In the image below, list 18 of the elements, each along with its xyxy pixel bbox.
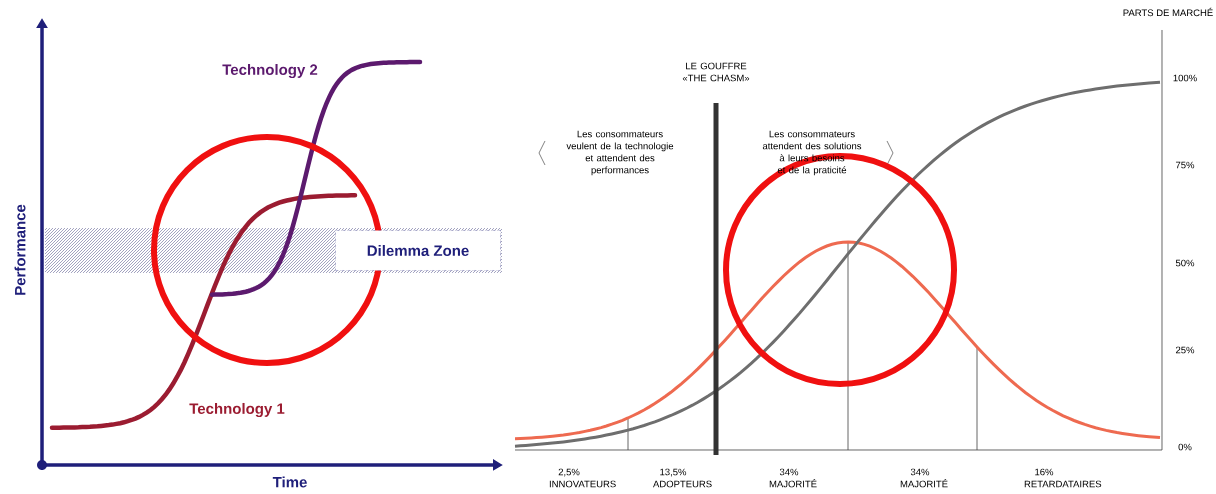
- segment-label: 34% MAJORITÉ: [769, 468, 817, 488]
- axis-title: PARTS DE MARCHÉ: [1123, 7, 1213, 17]
- description-text: Les consommateurs veulent de la technologie et attendent des performances: [566, 130, 674, 176]
- tick-label: 75%: [1176, 161, 1195, 169]
- chasm-label: LE GOUFFRE «THE CHASM»: [682, 62, 750, 82]
- segment-label: 16% RETARDATAIRES: [1024, 468, 1102, 488]
- tick-label: 100%: [1173, 74, 1197, 82]
- curve-label: Technology 1: [189, 402, 285, 417]
- segment-label: 34% MAJORITÉ: [900, 468, 948, 488]
- segment-label: 13,5% ADOPTEURS: [653, 468, 712, 488]
- tick-label: 50%: [1175, 259, 1195, 267]
- segment-label: 2,5% INNOVATEURS: [549, 468, 616, 488]
- axis-title: Performance: [14, 204, 26, 295]
- tick-label: 25%: [1175, 346, 1195, 354]
- curve-label: Technology 2: [222, 63, 318, 78]
- axis-title: Time: [272, 476, 307, 488]
- zone-label: Dilemma Zone: [335, 230, 501, 271]
- tick-label: 0%: [1178, 443, 1192, 451]
